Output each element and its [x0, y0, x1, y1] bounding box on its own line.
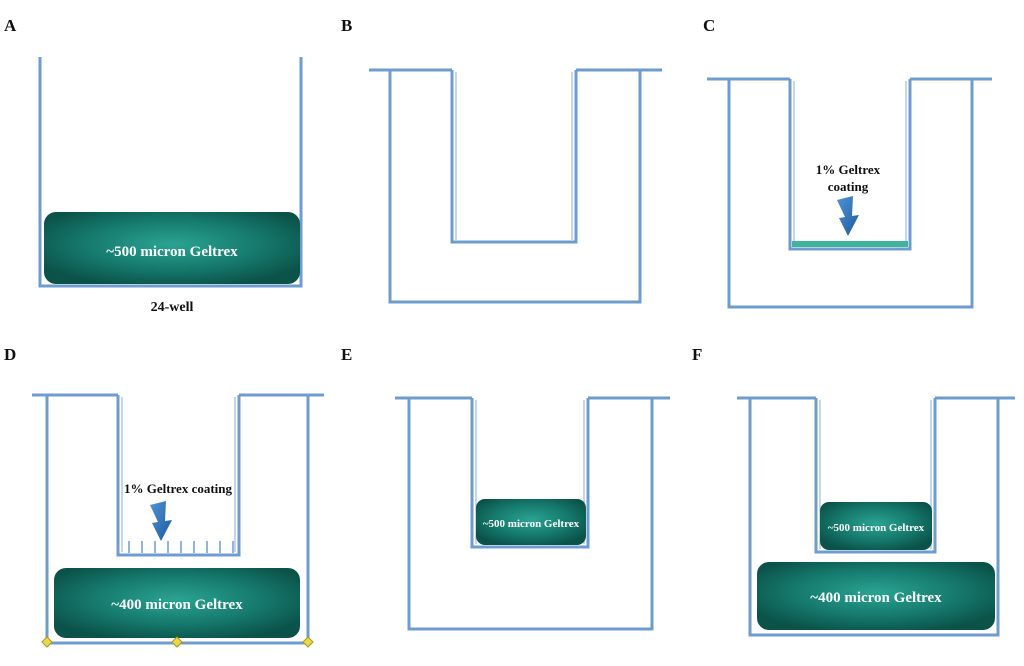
panel-e: E ~500 micron Geltrex	[341, 345, 670, 631]
gel-layer-f-bottom: ~400 micron Geltrex	[757, 562, 995, 630]
panel-label-c: C	[703, 16, 715, 35]
caption-24-well: 24-well	[151, 300, 194, 315]
gel-label-d: ~400 micron Geltrex	[111, 597, 243, 613]
panel-label-d: D	[4, 345, 16, 364]
panel-label-e: E	[341, 345, 352, 364]
gel-layer-d: ~400 micron Geltrex	[54, 568, 300, 638]
panel-label-a: A	[4, 16, 17, 35]
insert-inner-d	[116, 395, 241, 557]
insert-outer-b	[369, 68, 662, 304]
panel-label-f: F	[692, 345, 702, 364]
gel-layer-e: ~500 micron Geltrex	[476, 499, 586, 545]
down-arrow-icon	[837, 196, 859, 236]
gel-layer-a: ~500 micron Geltrex	[44, 212, 300, 284]
insert-inner-b	[450, 70, 578, 244]
coating-ticks-d	[128, 541, 234, 553]
gel-label-e: ~500 micron Geltrex	[483, 518, 580, 530]
gel-label-f-bottom: ~400 micron Geltrex	[810, 590, 942, 606]
well-24	[38, 57, 303, 288]
panel-a: A ~500 micron Geltrex 24-well	[4, 16, 303, 315]
coating-note-line2: coating	[828, 179, 869, 194]
insert-inner-e	[470, 398, 590, 549]
insert-outer-f	[737, 396, 1015, 637]
insert-inner-f	[814, 398, 937, 554]
gel-label-a: ~500 micron Geltrex	[106, 244, 238, 260]
gel-layer-f-top: ~500 micron Geltrex	[820, 502, 932, 550]
coating-layer-c	[792, 241, 908, 247]
diamond-marker-icon	[41, 636, 314, 648]
coating-note-line1: 1% Geltrex	[816, 162, 881, 177]
insert-outer-c	[707, 77, 992, 309]
panel-label-b: B	[341, 16, 352, 35]
coating-note-d: 1% Geltrex coating	[124, 481, 233, 496]
insert-inner-c	[788, 79, 912, 251]
panel-b: B	[341, 16, 662, 304]
panel-c: C 1% Geltrex coating	[703, 16, 992, 309]
panel-d: D 1% Geltrex coating ~400 micron Geltr	[4, 345, 324, 648]
panel-f: F ~500 micron Geltrex ~400 micron Geltre…	[692, 345, 1015, 637]
down-arrow-icon	[150, 501, 172, 541]
gel-label-f-top: ~500 micron Geltrex	[828, 522, 925, 534]
